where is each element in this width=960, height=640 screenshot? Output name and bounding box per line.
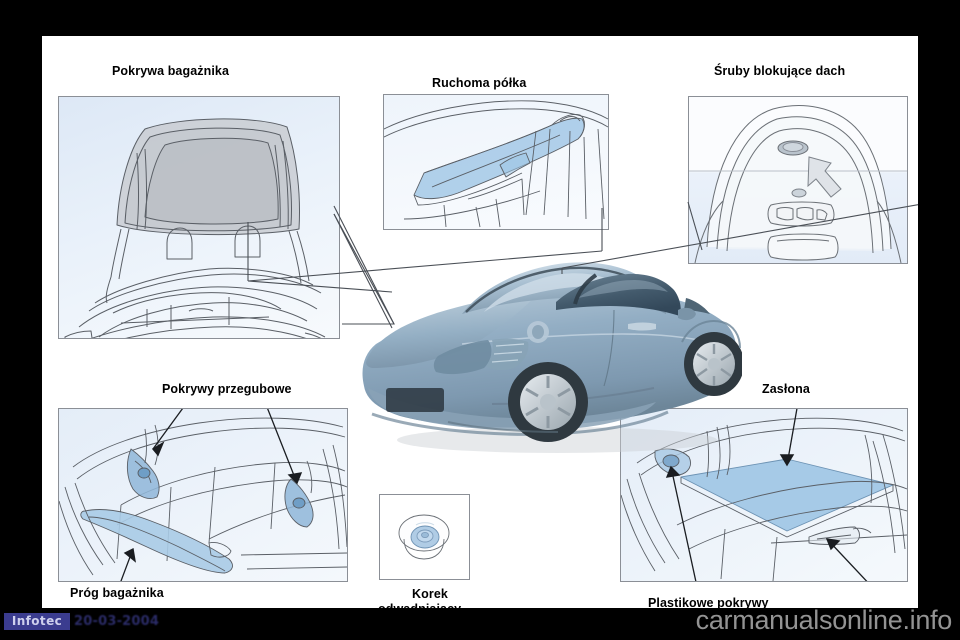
callout-arrows [665,409,868,581]
movable-shelf-panel[interactable] [383,94,609,230]
drain-plug-panel[interactable] [379,494,470,580]
front-wheel [684,332,744,396]
site-watermark: carmanualsonline.info [695,605,953,635]
date-stamp: 20-03-2004 [74,614,160,629]
movable-shelf-line-art [384,100,608,228]
peugeot-307-cc-photo [342,236,744,466]
drain-plug-line-art [398,514,450,560]
trunk-hinges-line-art [59,409,347,581]
label-drain-plug-line1: Korek [412,587,448,601]
trunk-curtain-line-art [621,409,907,581]
footer-bar [0,608,960,640]
manual-page: Pokrywa bagażnika Ruchoma półka Śruby bl… [42,36,918,608]
open-trunk-lid-line-art [64,118,326,338]
label-drain-plug-line2: odwadniający [378,602,461,608]
trunk-lid-panel[interactable] [58,96,340,339]
label-plastic-covers: Plastikowe pokrywy [648,596,769,608]
callout-arrows [120,409,303,581]
label-curtain: Zasłona [762,382,810,396]
label-roof-locking-screws: Śruby blokujące dach [714,64,846,78]
label-hinge-covers: Pokrywy przegubowe [162,382,292,396]
label-trunk-lid: Pokrywa bagażnika [112,64,230,78]
hinge-covers-panel[interactable] [58,408,348,582]
label-movable-shelf: Ruchoma półka [432,76,527,90]
infotec-logo: Infotec [4,613,70,630]
rear-wheel [508,362,588,442]
pointing-arrow-icon [807,156,842,198]
label-trunk-sill: Próg bagażnika [70,586,164,600]
curtain-panel[interactable] [620,408,908,582]
